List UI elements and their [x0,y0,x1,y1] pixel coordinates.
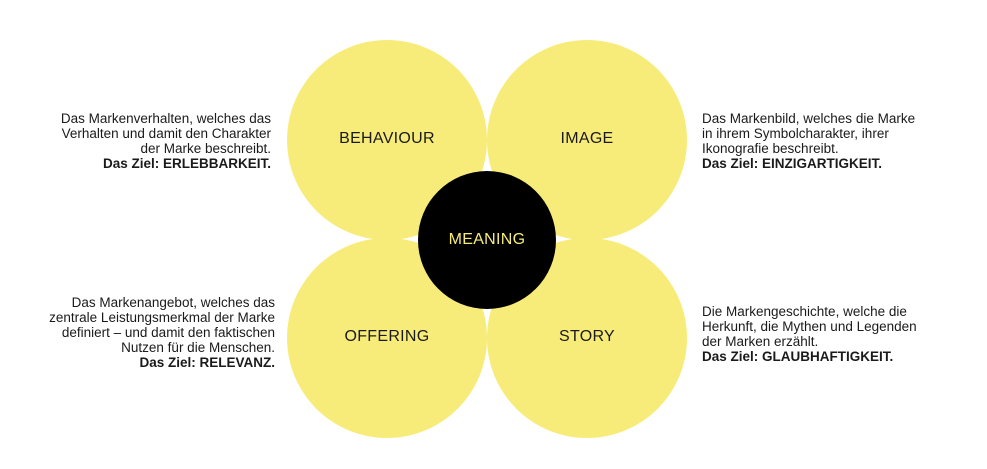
image-description-line: Das Markenbild, welches die Marke [702,111,916,126]
image-goal: Das Ziel: EINZIGARTIGKEIT. [702,156,883,171]
meaning-circle: MEANING [418,171,556,309]
behaviour-description-line: Verhalten und damit den Charakter [61,126,271,141]
offering-description-line: Nutzen für die Menschen. [121,340,275,355]
behaviour-description-line: der Marke beschreibt. [140,141,271,156]
story-circle: STORY [487,238,687,438]
story-goal: Das Ziel: GLAUBHAFTIGKEIT. [702,349,894,364]
story-description-line: der Marken erzählt. [702,334,819,349]
offering-description: Das Markenangebot, welches das zentrale … [0,295,275,370]
offering-label: OFFERING [344,328,430,345]
story-description-line: Herkunft, die Mythen und Legenden [702,319,917,334]
offering-description-line: Das Markenangebot, welches das [71,295,275,310]
behaviour-label: BEHAVIOUR [339,130,435,147]
image-description-line: in ihrem Symbolcharakter, ihrer [702,126,889,141]
offering-goal: Das Ziel: RELEVANZ. [139,355,275,370]
story-description-line: Die Markengeschichte, welche die [702,304,907,319]
behaviour-goal: Das Ziel: ERLEBBARKEIT. [102,156,271,171]
behaviour-description-line: Das Markenverhalten, welches das [60,111,271,126]
image-description: Das Markenbild, welches die Marke in ihr… [702,111,972,171]
story-label: STORY [558,328,616,345]
offering-description-line: definiert – und damit den faktischen [61,325,275,340]
meaning-label: MEANING [448,231,526,248]
story-description: Die Markengeschichte, welche die Herkunf… [702,304,972,364]
image-description-line: Ikonografie beschreibt. [702,141,839,156]
offering-description-line: zentrale Leistungsmerkmal der Marke [49,310,275,325]
image-label: IMAGE [560,130,614,147]
behaviour-description: Das Markenverhalten, welches das Verhalt… [11,111,271,171]
behaviour-circle: BEHAVIOUR [287,40,487,240]
